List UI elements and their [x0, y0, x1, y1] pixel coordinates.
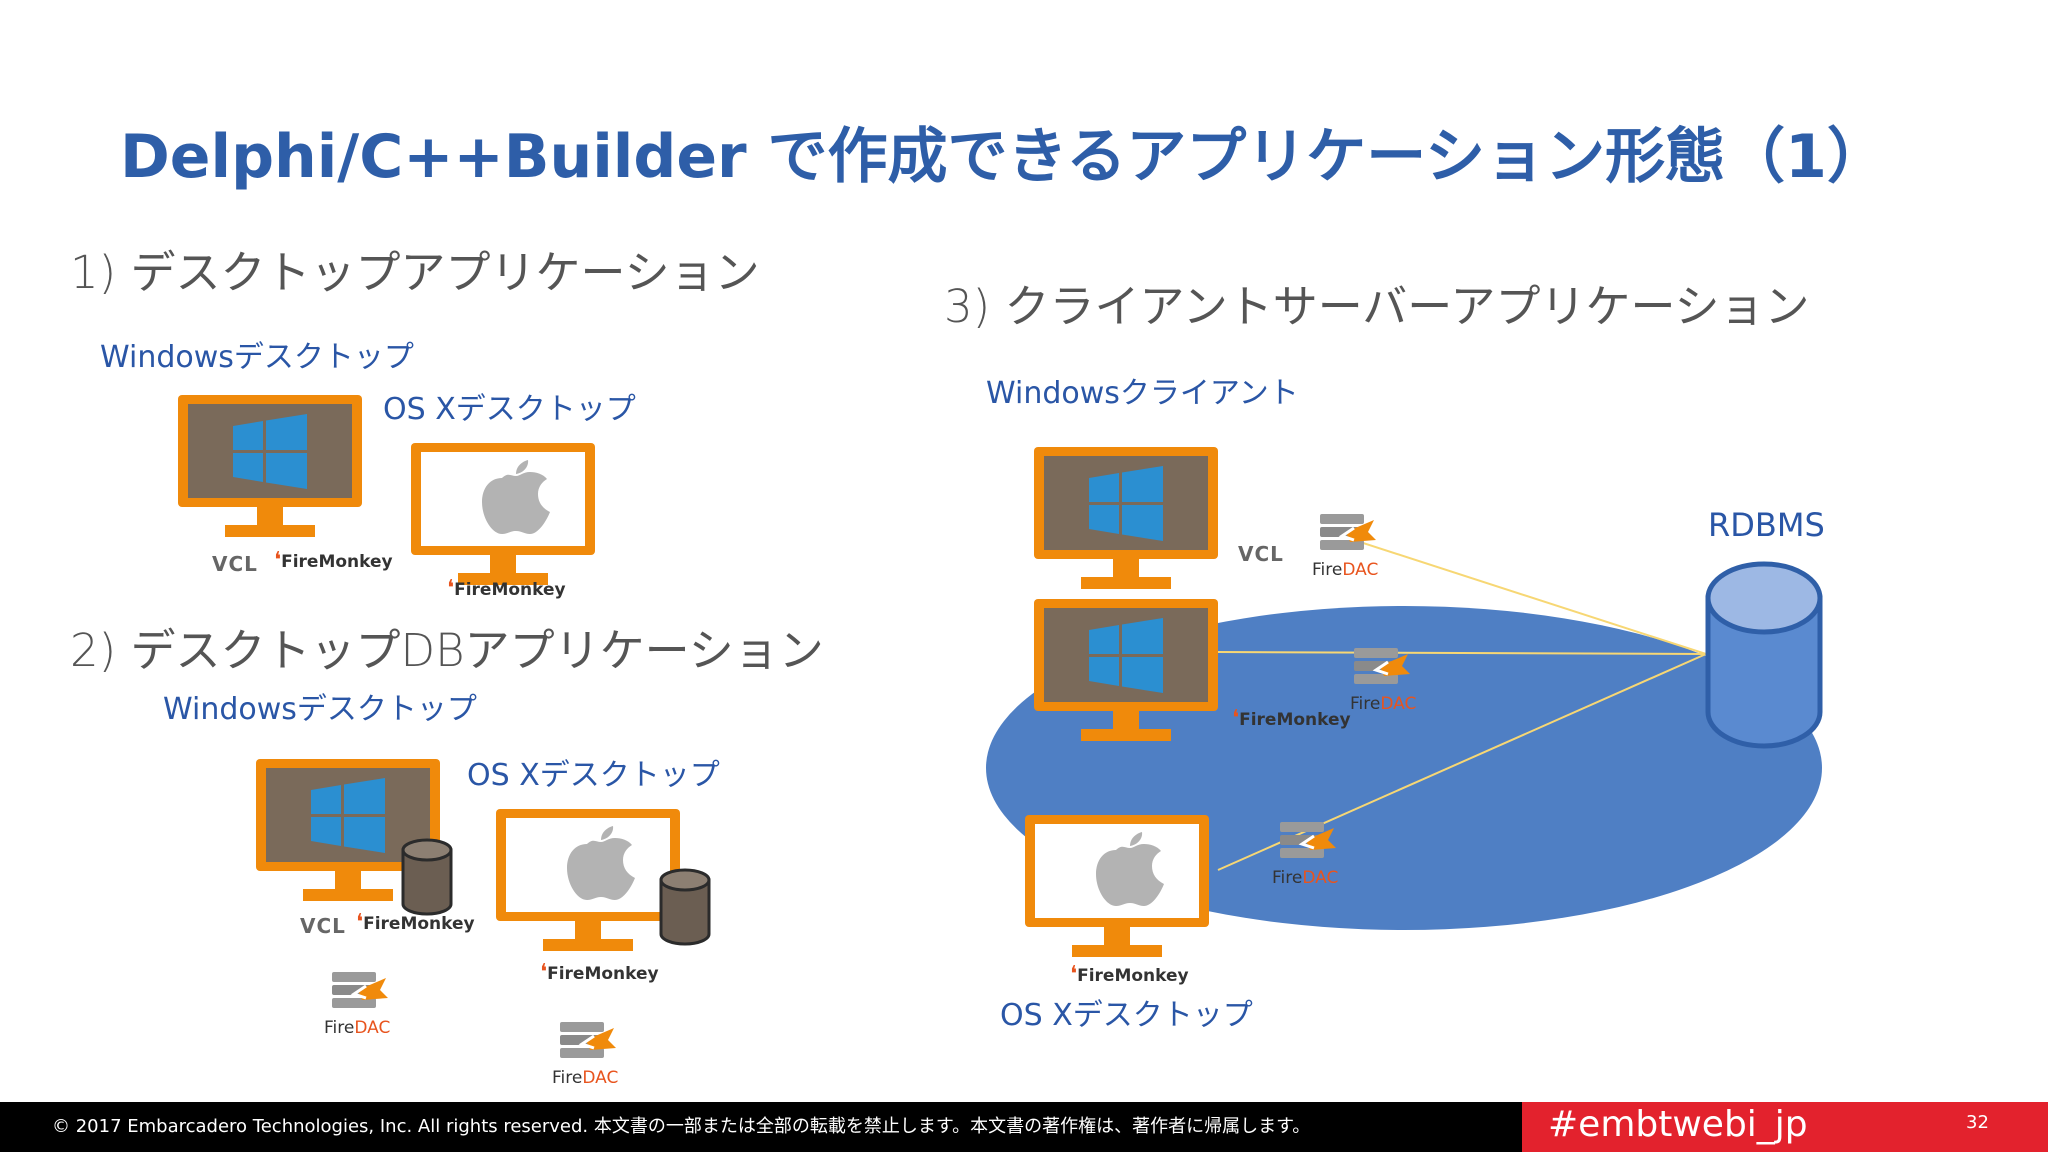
firemonkey-flame-icon: ❛ [356, 910, 364, 935]
firedac-logo: FireDAC [324, 1018, 391, 1038]
hashtag-box [1522, 1102, 2048, 1152]
windows-monitor-icon [175, 392, 365, 542]
mac-client-monitor-icon [1022, 812, 1212, 962]
firemonkey-logo: ❛FireMonkey [356, 910, 475, 935]
page-number: 32 [1966, 1112, 1989, 1133]
firemonkey-flame-icon: ❛ [447, 576, 455, 601]
vcl-logo: VCL [300, 914, 346, 938]
firemonkey-flame-icon: ❛ [1070, 962, 1078, 987]
firedac-icon [556, 1018, 620, 1066]
vcl-logo: VCL [1238, 542, 1284, 566]
firedac-logo: FireDAC [552, 1068, 619, 1088]
section1-heading: 1) デスクトップアプリケーション [70, 246, 760, 299]
firedac-logo: FireDAC [1312, 560, 1379, 580]
firemonkey-flame-icon: ❛ [1232, 706, 1240, 731]
firedac-icon [1276, 818, 1340, 866]
slide-title: Delphi/C++Builder で作成できるアプリケーション形態（1） [120, 122, 1887, 192]
footer-copyright: © 2017 Embarcadero Technologies, Inc. Al… [52, 1116, 1311, 1137]
section2-windows-label: Windowsデスクトップ [163, 692, 477, 727]
firedac-logo: FireDAC [1272, 868, 1339, 888]
rdbms-label: RDBMS [1708, 506, 1825, 544]
section2-osx-label: OS Xデスクトップ [467, 758, 720, 793]
windows-client-monitor-icon [1031, 444, 1221, 594]
firemonkey-logo: ❛FireMonkey [1232, 706, 1351, 731]
firedac-logo: FireDAC [1350, 694, 1417, 714]
firemonkey-logo: ❛FireMonkey [274, 548, 393, 573]
firedac-icon [1316, 510, 1380, 558]
rdbms-database-icon [1705, 561, 1823, 749]
firedac-icon [1350, 644, 1414, 692]
section3-windows-label: Windowsクライアント [986, 376, 1299, 411]
section1-windows-label: Windowsデスクトップ [100, 340, 414, 375]
firemonkey-flame-icon: ❛ [540, 960, 548, 985]
section3-heading: 3) クライアントサーバーアプリケーション [944, 280, 1810, 333]
firemonkey-flame-icon: ❛ [274, 548, 282, 573]
database-icon [658, 868, 712, 948]
footer-hashtag: #embtwebi_jp [1548, 1104, 1808, 1145]
firemonkey-logo-osx: ❛FireMonkey [447, 576, 566, 601]
firemonkey-logo-osx: ❛FireMonkey [1070, 962, 1189, 987]
database-icon [400, 838, 454, 918]
mac-monitor-icon [493, 806, 683, 956]
firemonkey-logo-osx: ❛FireMonkey [540, 960, 659, 985]
windows-client-monitor-icon [1031, 596, 1221, 746]
firedac-icon [328, 968, 392, 1016]
vcl-logo: VCL [212, 552, 258, 576]
section1-osx-label: OS Xデスクトップ [383, 392, 636, 427]
section2-heading: 2) デスクトップDBアプリケーション [70, 624, 824, 677]
mac-monitor-icon [408, 440, 598, 590]
section3-osx-label: OS Xデスクトップ [1000, 998, 1253, 1033]
